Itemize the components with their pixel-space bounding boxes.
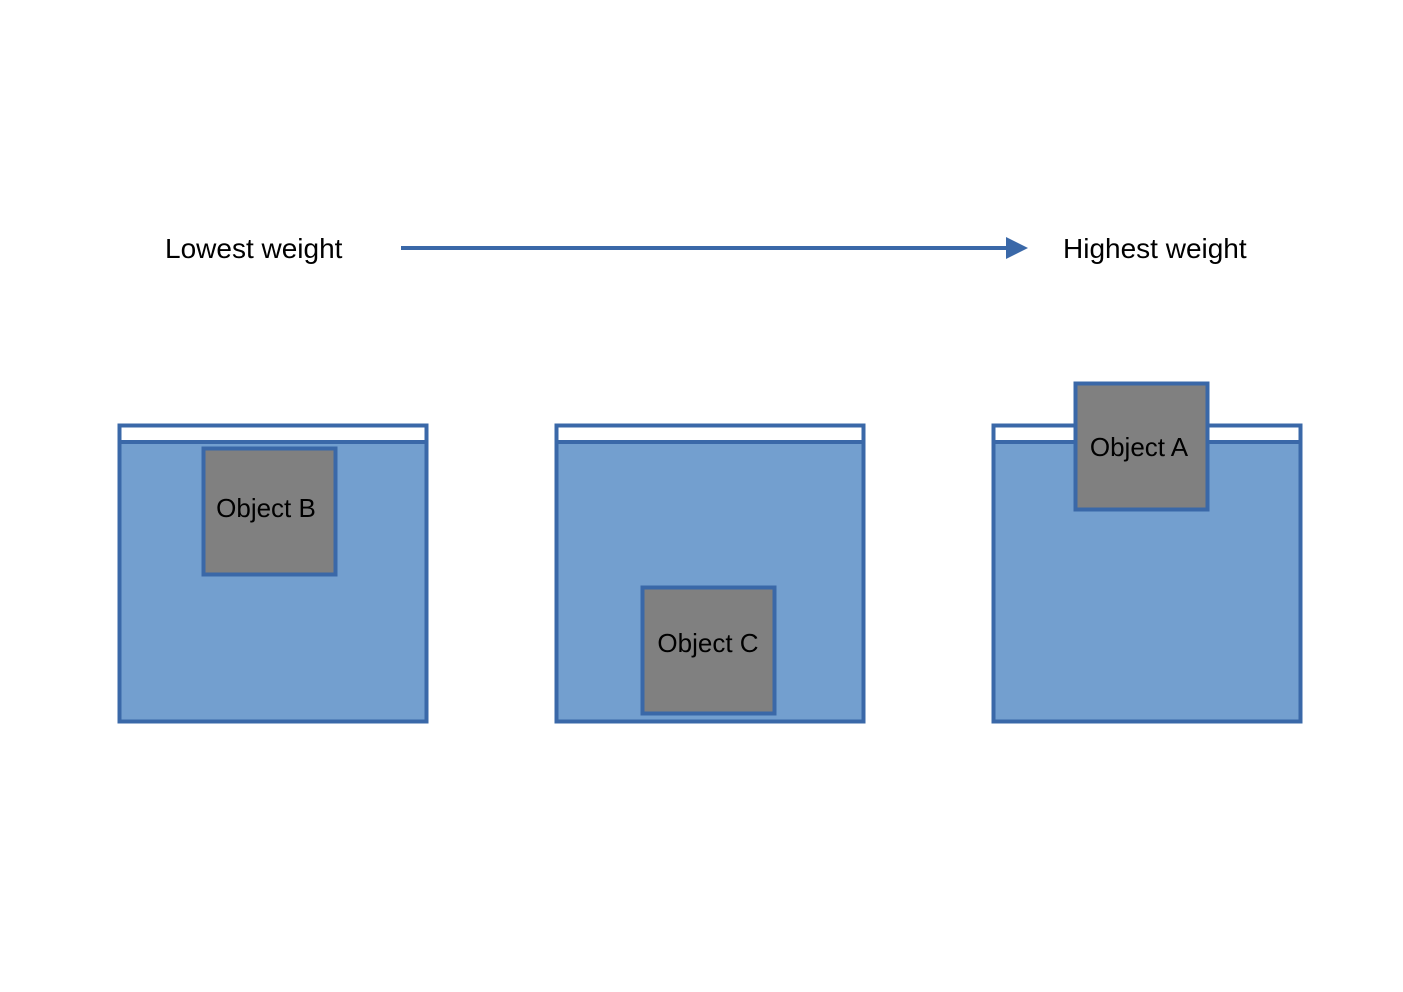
object-a-label: Object A	[1090, 432, 1189, 462]
lowest-weight-label: Lowest weight	[165, 233, 343, 264]
air-gap	[121, 427, 425, 442]
object-c-label: Object C	[657, 628, 758, 658]
container-object-b: Object B	[117, 423, 429, 724]
highest-weight-label: Highest weight	[1063, 233, 1247, 264]
air-gap	[558, 427, 862, 442]
weight-scale: Lowest weight Highest weight	[165, 233, 1247, 264]
object-b-label: Object B	[216, 493, 316, 523]
object-a-block	[1073, 381, 1210, 512]
arrowhead-icon	[1006, 237, 1028, 259]
object-c-block	[640, 585, 777, 716]
object-b-block	[201, 446, 338, 577]
container-object-a: Object A	[991, 381, 1303, 724]
container-object-c: Object C	[554, 423, 866, 724]
